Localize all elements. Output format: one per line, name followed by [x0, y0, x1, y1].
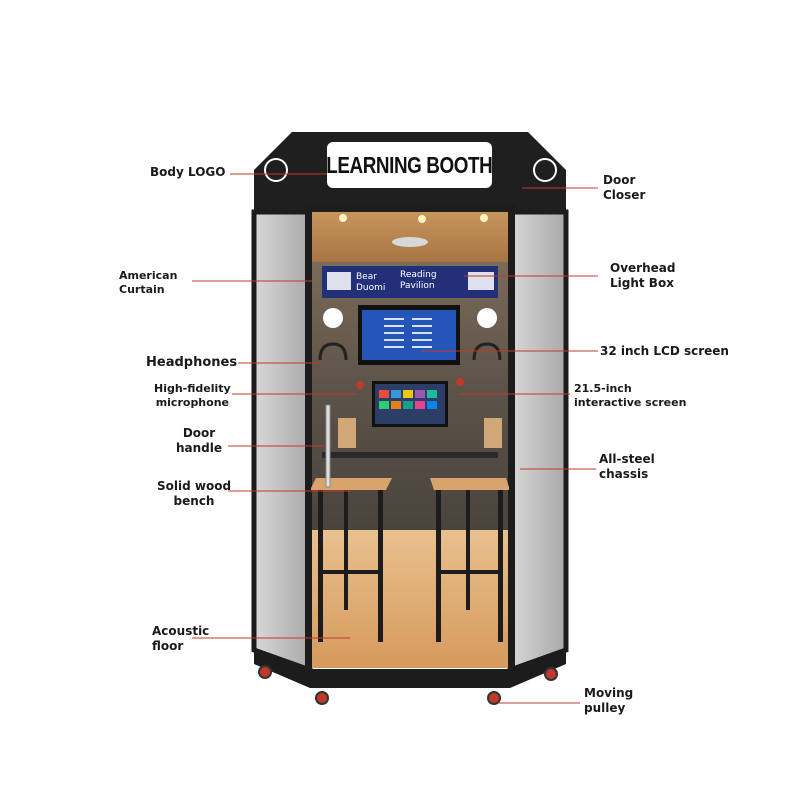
- callout-body-logo: Body LOGO: [150, 165, 226, 179]
- wheel: [315, 691, 329, 705]
- callout-lcd-screen: 32 inch LCD screen: [600, 344, 729, 358]
- interior-floor: [312, 530, 508, 668]
- wall-logo-left: [323, 308, 343, 328]
- right-side-panel: [507, 209, 569, 674]
- door-handle: [325, 404, 331, 488]
- side-tablet-right: [484, 418, 502, 448]
- microphone-right: [456, 378, 464, 386]
- interactive-screen-tiles: [379, 390, 437, 409]
- booth-sign: LEARNING BOOTH: [326, 142, 493, 188]
- light-box-art-left: [327, 272, 351, 290]
- callout-bench: Solid wood bench: [157, 479, 232, 508]
- callout-floor: Acoustic floor: [152, 624, 210, 653]
- ceiling-light: [339, 214, 347, 222]
- lcd-text-lines: [384, 318, 432, 348]
- callout-american-curtain: American Curtain: [119, 269, 178, 296]
- callout-pulley: Moving pulley: [584, 686, 634, 715]
- light-box-art-right: [468, 272, 494, 290]
- callout-interactive-screen: 21.5-inch interactive screen: [574, 382, 687, 409]
- light-box-text-right: Reading Pavilion: [400, 270, 437, 291]
- microphone-left: [356, 381, 364, 389]
- headphones-left: [318, 342, 348, 361]
- wheel: [487, 691, 501, 705]
- ceiling-light: [418, 215, 426, 223]
- callout-light-box: Overhead Light Box: [610, 261, 676, 290]
- wheel: [544, 667, 558, 681]
- lcd-screen: [362, 310, 456, 360]
- headphones-right: [472, 342, 502, 361]
- callout-headphones: Headphones: [146, 355, 238, 370]
- wall-logo-right: [477, 308, 497, 328]
- callout-door-closer: Door Closer: [603, 173, 646, 202]
- ceiling-light: [480, 214, 488, 222]
- bench-right: [430, 478, 510, 642]
- booth-sign-title: LEARNING BOOTH: [326, 151, 493, 178]
- wheel: [258, 665, 272, 679]
- ceiling-vent: [392, 237, 428, 247]
- side-tablet-left: [338, 418, 356, 448]
- callout-microphone: High-fidelity microphone: [154, 382, 231, 409]
- body-logo-left: [264, 158, 288, 182]
- leader-lines: [192, 173, 598, 704]
- callout-chassis: All-steel chassis: [599, 452, 655, 481]
- light-box-text-left: Bear Duomi: [356, 272, 386, 293]
- booth-base: [254, 648, 566, 688]
- desk-ledge: [322, 452, 498, 458]
- body-logo-right: [533, 158, 557, 182]
- callout-door-handle: Door handle: [176, 426, 223, 455]
